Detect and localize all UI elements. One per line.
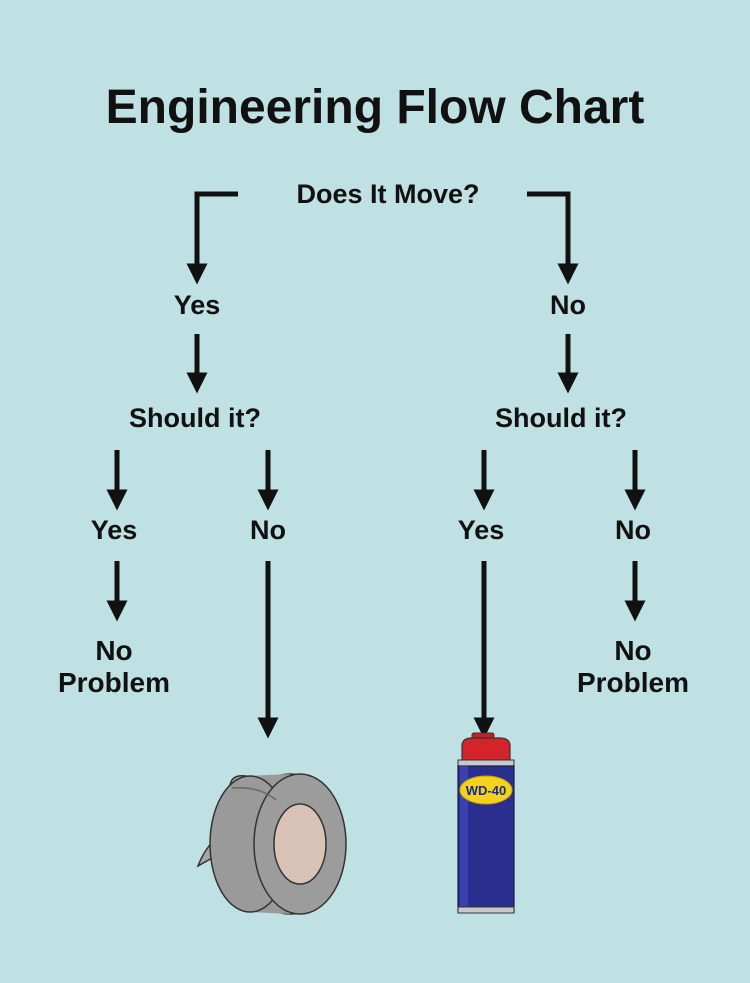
arrow-root-to-no — [527, 191, 579, 285]
left-no-label: No — [250, 515, 286, 545]
no-branch-label: No — [550, 290, 586, 320]
root-question: Does It Move? — [296, 179, 479, 209]
wd40-spray-can-icon: WD-40 — [457, 732, 515, 914]
left-result-line1: No — [95, 635, 132, 666]
chart-title: Engineering Flow Chart — [106, 81, 645, 134]
left-yes-label: Yes — [91, 515, 138, 545]
left-result-line2: Problem — [58, 667, 170, 698]
arrow-root-to-yes — [186, 191, 238, 285]
right-question: Should it? — [495, 403, 627, 433]
left-question: Should it? — [129, 403, 261, 433]
right-result-line2: Problem — [577, 667, 689, 698]
right-result-line1: No — [614, 635, 651, 666]
spray-can-label: WD-40 — [466, 783, 506, 798]
yes-branch-label: Yes — [174, 290, 221, 320]
right-no-label: No — [615, 515, 651, 545]
duct-tape-roll-icon — [196, 773, 347, 915]
right-yes-label: Yes — [458, 515, 505, 545]
